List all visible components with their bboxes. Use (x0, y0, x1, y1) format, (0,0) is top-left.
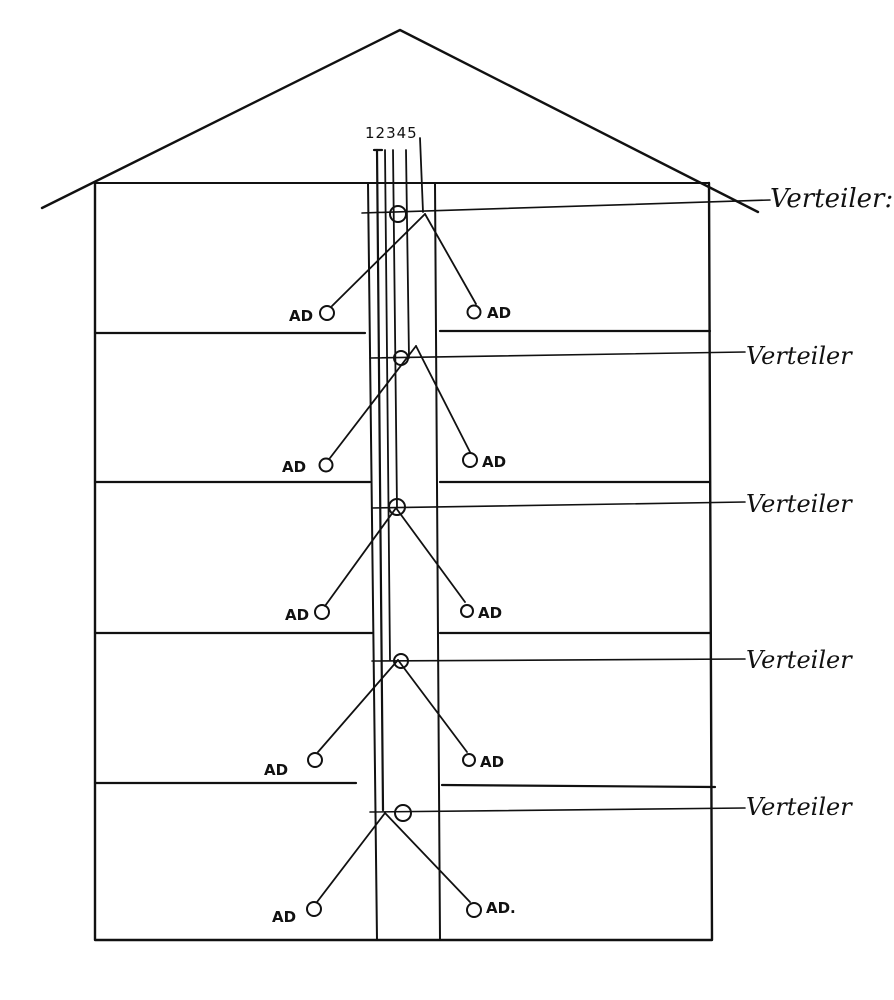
distributor-label: Verteiler: (770, 184, 893, 214)
outlet-left-label: AD (285, 606, 309, 624)
roof (40, 28, 760, 214)
floor-5: AD AD. Verteiler (272, 793, 853, 926)
distributor-node (394, 804, 412, 822)
floor-slabs (93, 329, 717, 789)
outlet-right-label: AD (478, 604, 502, 622)
outlet-right-label: AD (487, 304, 511, 322)
outlet-left-label: AD (289, 307, 313, 325)
building-outline (93, 181, 714, 942)
outlet-left-label: AD (264, 761, 288, 779)
floor-3: AD AD Verteiler (285, 490, 853, 624)
outlet-right (466, 304, 482, 320)
outlet-left (314, 604, 330, 620)
riser-shaft (367, 182, 441, 941)
outlet-left-label: AD (282, 458, 306, 476)
riser-numbers: 12345 (365, 124, 418, 142)
floor-1: AD AD Verteiler: (289, 184, 893, 325)
outlet-right (460, 604, 474, 618)
outlet-right (462, 452, 478, 468)
floor-2: AD AD Verteiler (282, 342, 853, 476)
distributor-label: Verteiler (746, 342, 853, 370)
outlet-left (306, 901, 322, 917)
outlet-right (462, 753, 476, 767)
distributor-node (388, 498, 406, 516)
outlet-left (318, 457, 334, 473)
distributor-label: Verteiler (746, 646, 853, 674)
floor-4: AD AD Verteiler (264, 646, 853, 779)
outlet-right (466, 902, 482, 918)
riser-cables (372, 137, 424, 812)
outlet-right-label: AD. (486, 899, 516, 917)
distributor-node (393, 653, 409, 669)
distributor-label: Verteiler (746, 490, 853, 518)
outlet-left (307, 752, 323, 768)
distributor-node (389, 205, 407, 223)
outlet-right-label: AD (480, 753, 504, 771)
outlet-left-label: AD (272, 908, 296, 926)
distributor-label: Verteiler (746, 793, 853, 821)
outlet-left (319, 305, 335, 321)
outlet-right-label: AD (482, 453, 506, 471)
